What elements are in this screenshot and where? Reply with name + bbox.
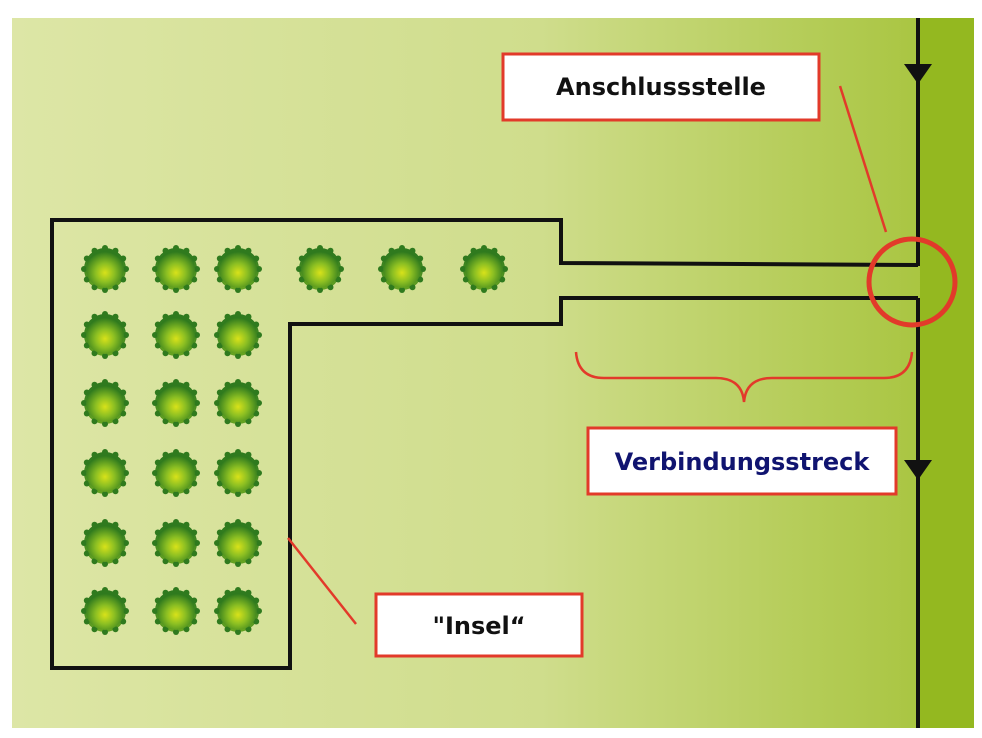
island-label-box [374,592,584,658]
junction-label: Anschlussstelle [556,73,766,101]
arrow-down-icon [904,460,932,480]
island-wire [50,218,919,670]
brace [574,351,914,403]
junction-circle [866,236,958,328]
arrow-down-icon [904,64,932,84]
island-callout-line [287,537,357,625]
boundary-strip [920,18,974,728]
junction-label-box [501,52,821,122]
connection-label: Verbindungsstreck [615,448,871,476]
junction-callout-line [838,85,888,233]
connection-label-box [586,426,898,496]
island-label: "Insel“ [432,612,525,640]
